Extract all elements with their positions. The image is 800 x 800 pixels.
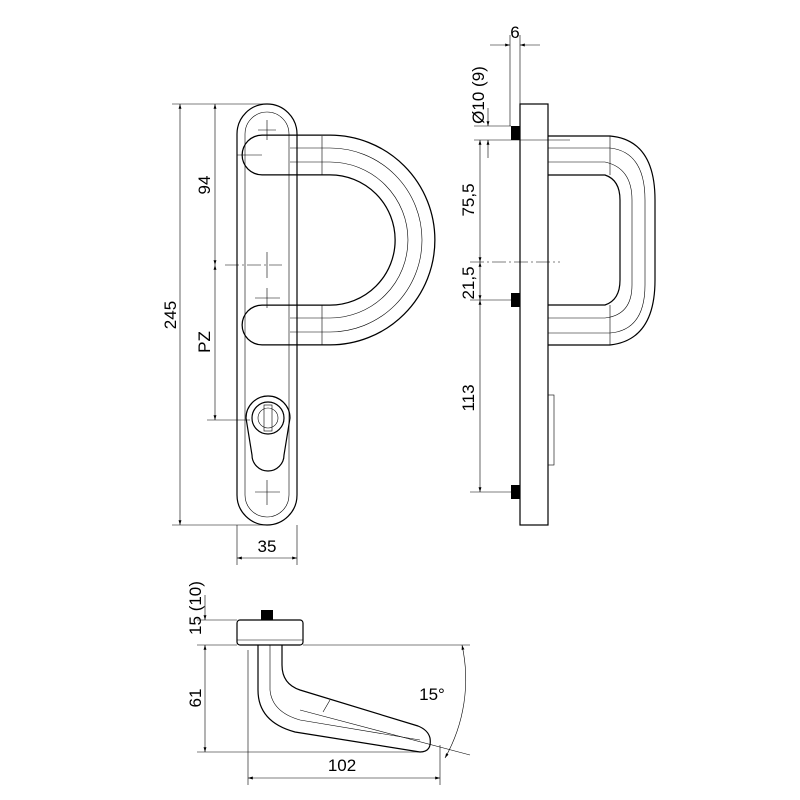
height-label: 245 xyxy=(161,301,180,329)
lever xyxy=(257,645,431,753)
offset-label: 6 xyxy=(510,23,519,42)
bottom-dimensions xyxy=(197,595,471,785)
front-dimensions xyxy=(172,103,298,565)
screw-top xyxy=(511,126,520,140)
diameter-label: Ø10 (9) xyxy=(469,66,488,124)
front-view: 245 94 PZ 35 xyxy=(161,103,436,565)
lever-length-label: 102 xyxy=(328,756,356,775)
side-view: 6 Ø10 (9) 75,5 21,5 113 xyxy=(459,23,656,526)
rose xyxy=(236,619,304,646)
dim-upper-label: 75,5 xyxy=(459,183,478,216)
side-plate xyxy=(519,103,549,526)
bottom-view: 15 (10) 61 102 15° xyxy=(186,581,471,785)
width-label: 35 xyxy=(258,537,277,556)
dim-lower-label: 113 xyxy=(459,384,478,411)
lever-height-label: 61 xyxy=(186,689,205,708)
cylinder-hole xyxy=(245,395,291,472)
pz-label: PZ xyxy=(195,331,214,353)
centre-marks xyxy=(225,120,282,505)
rose-height-label: 15 (10) xyxy=(186,581,205,635)
escutcheon-plate xyxy=(236,103,298,526)
spindle xyxy=(261,610,273,620)
dim-middle-label: 21,5 xyxy=(459,266,478,299)
d-handle xyxy=(241,134,436,346)
upper-distance-label: 94 xyxy=(195,176,214,195)
screw-middle xyxy=(511,293,520,307)
screw-bottom xyxy=(511,485,520,499)
plate-inner-edge xyxy=(244,111,290,518)
angle-label: 15° xyxy=(419,685,445,704)
side-handle xyxy=(548,135,656,346)
side-dimensions xyxy=(470,35,570,493)
